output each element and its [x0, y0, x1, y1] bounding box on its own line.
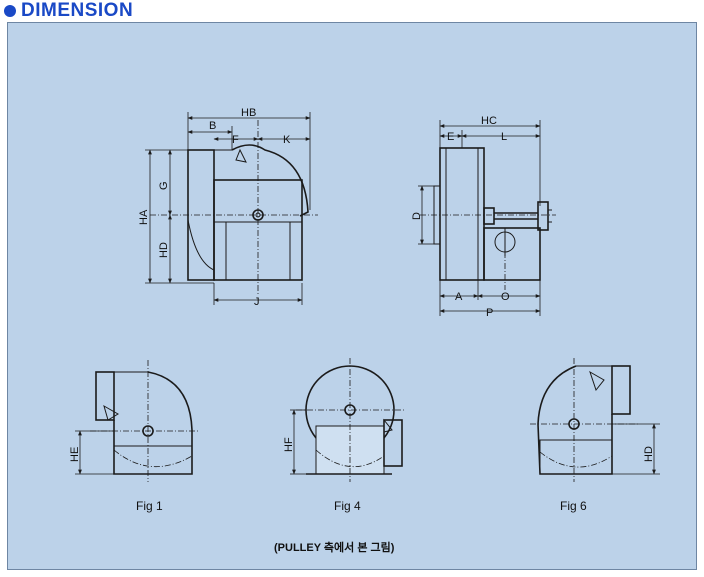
fig1-caption: Fig 1: [136, 499, 163, 513]
label-hd: HD: [158, 242, 170, 258]
pulley-note: (PULLEY 측에서 본 그림): [274, 540, 395, 554]
label-hc: HC: [481, 115, 497, 127]
section-header: DIMENSION: [4, 0, 133, 22]
label-j: J: [254, 296, 260, 308]
side-view: HC E L D A O P: [411, 115, 556, 319]
label-g: G: [158, 181, 170, 190]
bullet-icon: [4, 5, 16, 17]
fig1-diagram: HE Fig 1: [69, 360, 200, 513]
label-k: K: [283, 134, 291, 146]
fig4-diagram: HF Fig 4: [283, 358, 404, 513]
label-l: L: [501, 131, 507, 143]
fig6-diagram: HD Fig 6: [530, 358, 660, 513]
label-ha: HA: [138, 209, 150, 225]
label-hd-fig6: HD: [643, 446, 655, 462]
diagram-panel: [7, 22, 697, 570]
fig4-caption: Fig 4: [334, 499, 361, 513]
label-p: P: [486, 307, 493, 319]
label-e: E: [447, 131, 454, 143]
label-he: HE: [69, 447, 81, 462]
label-hb: HB: [241, 107, 256, 119]
label-a: A: [455, 291, 463, 303]
label-d: D: [411, 212, 423, 220]
front-view: HB B F K HA G HD J: [138, 107, 318, 308]
label-f: F: [232, 134, 239, 146]
label-o: O: [501, 291, 510, 303]
fig6-caption: Fig 6: [560, 499, 587, 513]
label-b: B: [209, 120, 216, 132]
label-hf: HF: [283, 437, 295, 452]
section-title: DIMENSION: [21, 0, 134, 21]
